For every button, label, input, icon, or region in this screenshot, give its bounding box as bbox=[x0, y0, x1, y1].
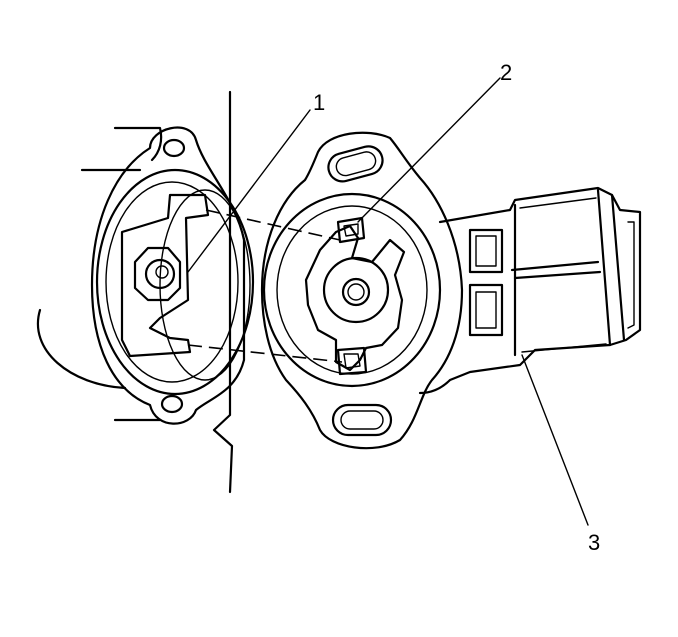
callout-label-3: 3 bbox=[588, 530, 600, 555]
callout-label-2: 2 bbox=[500, 60, 512, 85]
throttle-position-sensor bbox=[260, 131, 642, 450]
throttle-body bbox=[37, 90, 255, 494]
callout-1: 1 bbox=[187, 90, 325, 273]
callout-label-1: 1 bbox=[313, 90, 325, 115]
callout-3: 3 bbox=[521, 354, 600, 555]
alignment-lines bbox=[187, 209, 343, 363]
callout-2: 2 bbox=[357, 60, 512, 223]
